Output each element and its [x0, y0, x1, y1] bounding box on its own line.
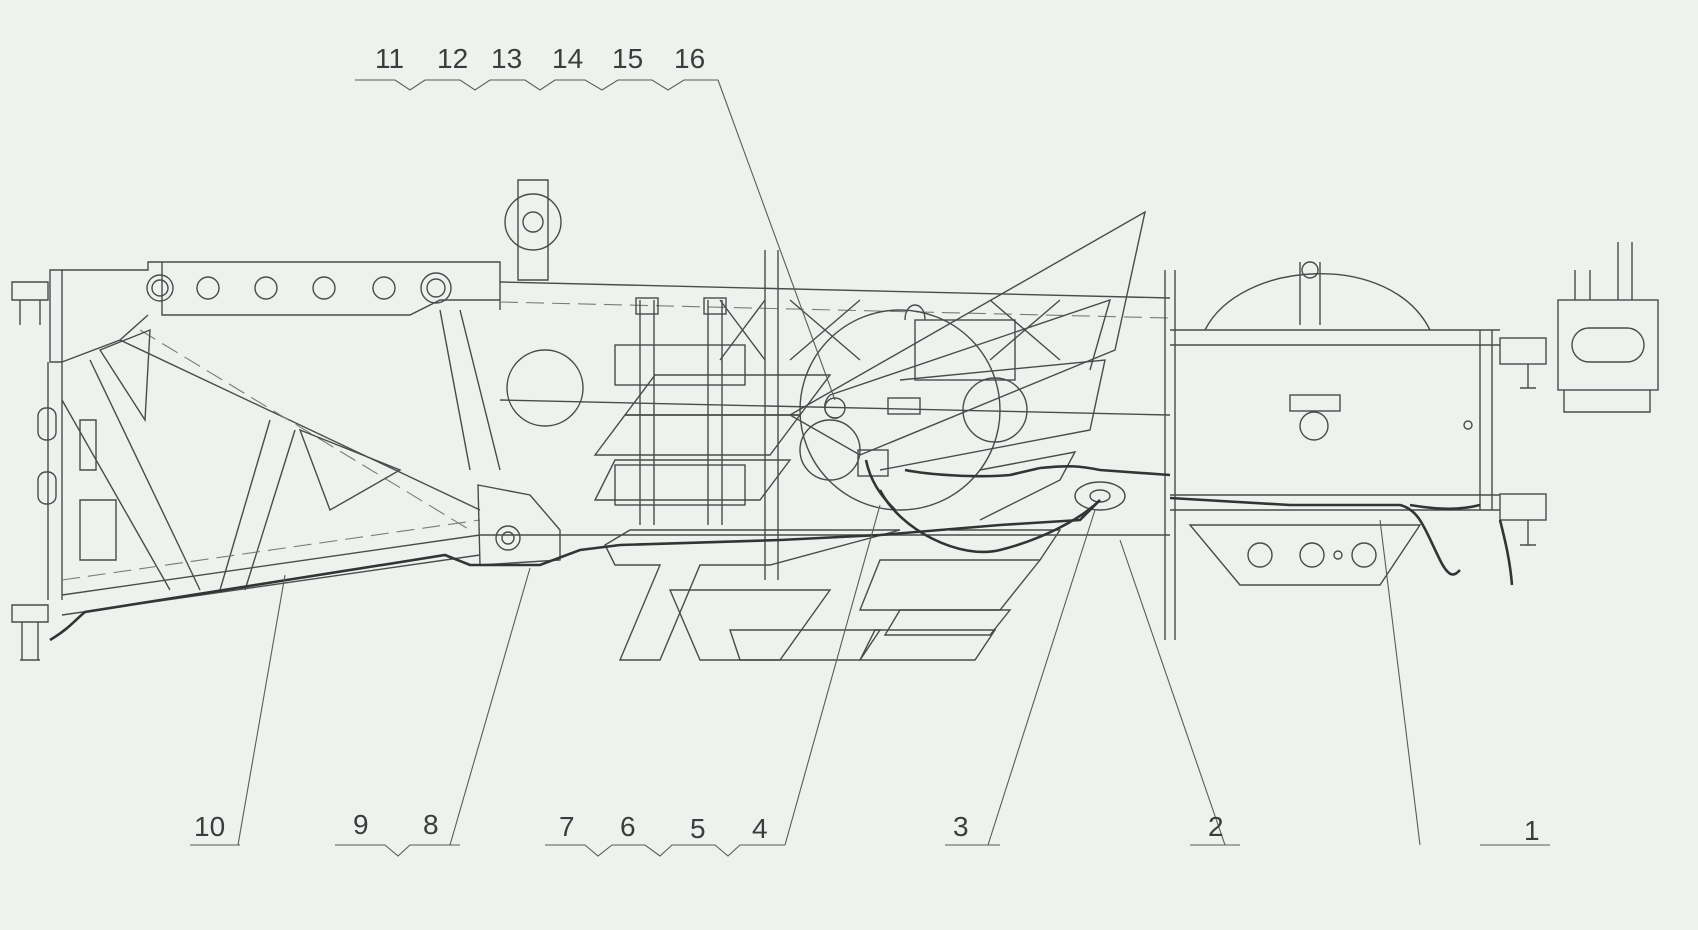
callout-14: 14: [552, 43, 583, 74]
callout-16: 16: [674, 43, 705, 74]
callout-9: 9: [353, 809, 369, 840]
callout-8: 8: [423, 809, 439, 840]
callout-3: 3: [953, 811, 969, 842]
callout-12: 12: [437, 43, 468, 74]
middle-section: [593, 210, 1176, 661]
callout-10: 10: [194, 811, 225, 842]
leader-lines: [190, 79, 1550, 857]
callout-6: 6: [620, 811, 636, 842]
callout-labels: 11 12 13 14 15 16 10 9 8 7 6 5 4 3 2 1: [194, 43, 1540, 846]
towing-frame: [11, 179, 1171, 661]
callout-7: 7: [559, 811, 575, 842]
callout-1: 1: [1524, 815, 1540, 846]
wiring-harness: [49, 459, 1514, 642]
callout-2: 2: [1208, 811, 1224, 842]
callout-13: 13: [491, 43, 522, 74]
right-frame: [1170, 242, 1659, 586]
callout-4: 4: [752, 813, 768, 844]
callout-5: 5: [690, 813, 706, 844]
callout-11: 11: [375, 43, 404, 74]
callout-15: 15: [612, 43, 643, 74]
